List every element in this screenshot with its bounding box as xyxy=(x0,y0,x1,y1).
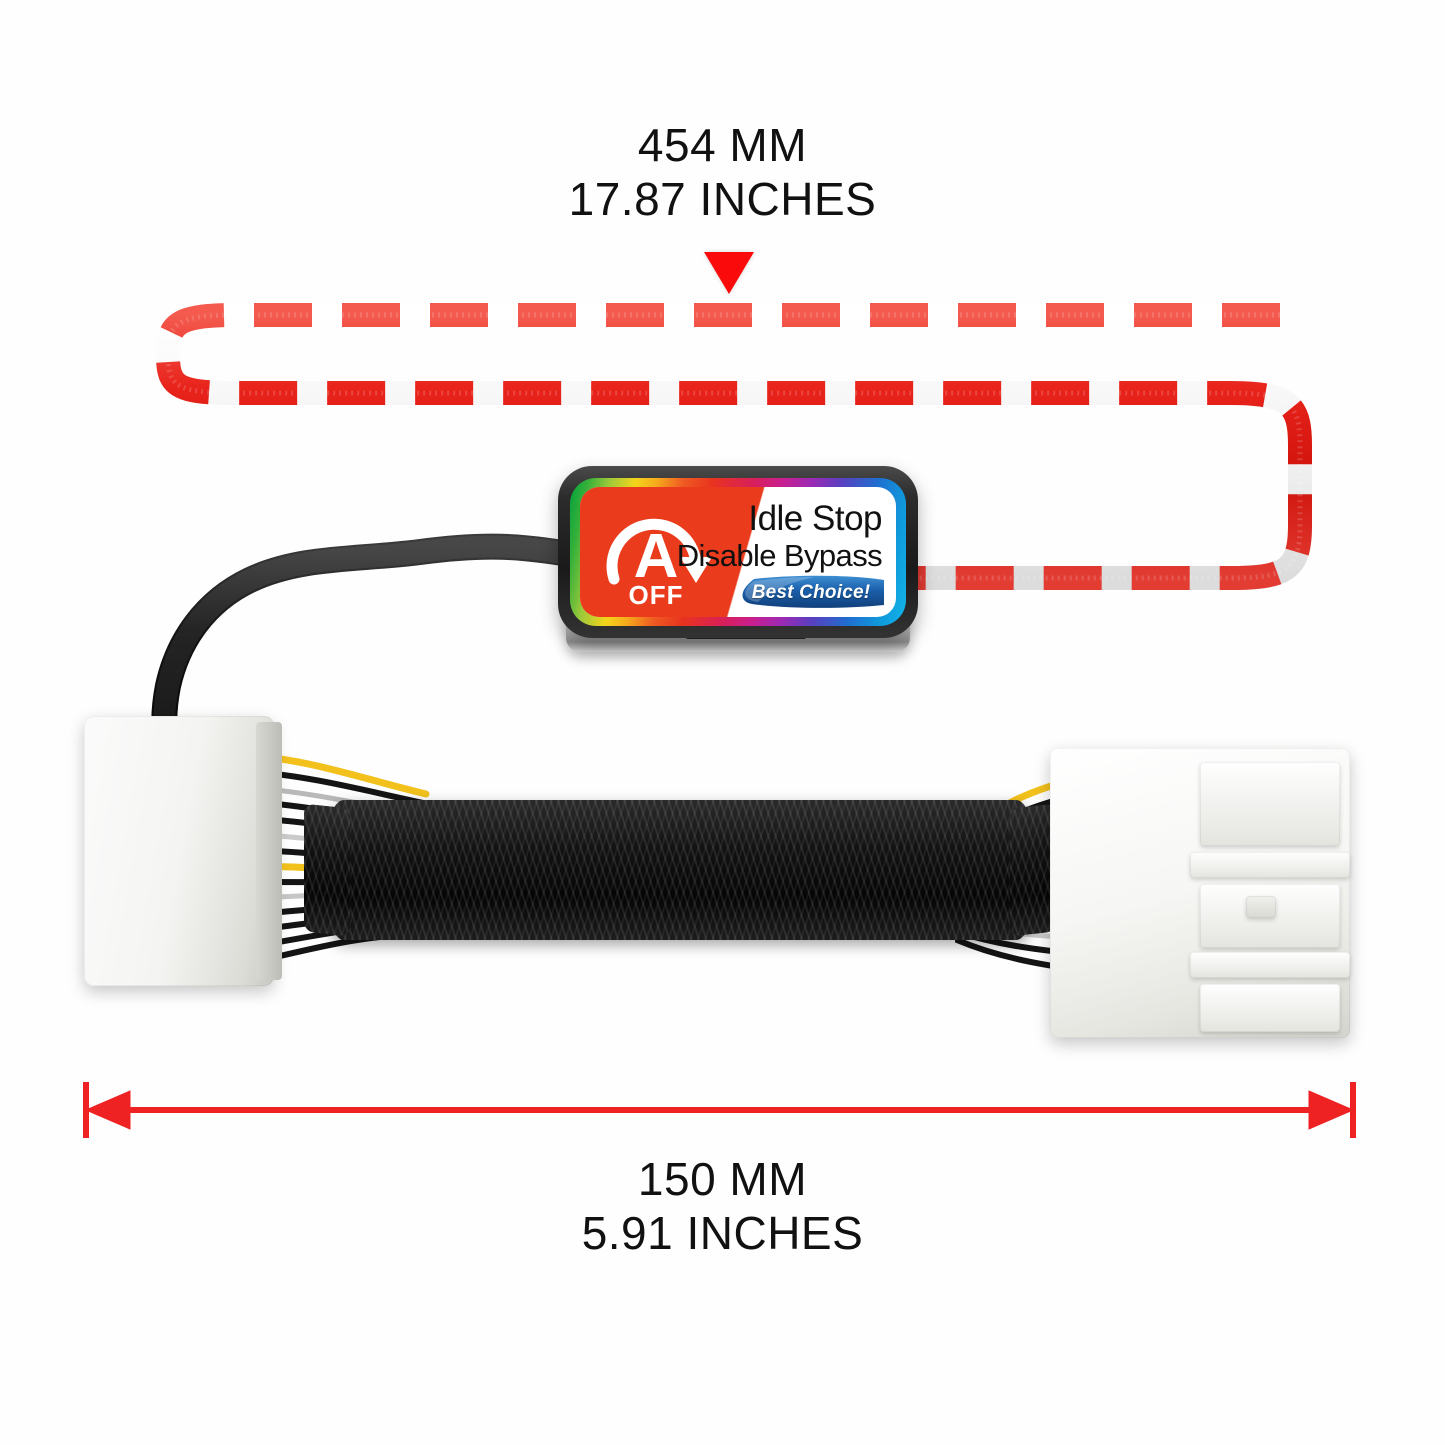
top-dimension-mm: 454 MM xyxy=(637,119,808,171)
module-rainbow-border: A OFF Idle Stop Disable Bypass xyxy=(570,478,906,626)
module-lead-cable xyxy=(151,533,603,771)
cable-length-measure-path xyxy=(155,303,1312,590)
male-connector-right xyxy=(1050,748,1350,1038)
auto-stop-off-icon: A OFF xyxy=(600,505,712,610)
module-label-face: A OFF Idle Stop Disable Bypass xyxy=(580,487,896,617)
auto-stop-off-label: OFF xyxy=(628,580,684,610)
top-dimension-inches: 17.87 INCHES xyxy=(568,173,877,226)
down-triangle-icon xyxy=(704,252,754,294)
module-title: Idle Stop Disable Bypass xyxy=(676,499,883,574)
female-connector-left xyxy=(84,716,282,986)
bottom-dimension-inches: 5.91 INCHES xyxy=(581,1207,864,1260)
arrow-right-icon xyxy=(1308,1090,1355,1130)
width-dimension-arrow xyxy=(83,1082,1356,1138)
module-bezel: A OFF Idle Stop Disable Bypass xyxy=(558,466,918,638)
bottom-dimension-mm: 150 MM xyxy=(637,1153,808,1205)
svg-text:A: A xyxy=(634,522,679,589)
arrow-left-icon xyxy=(84,1090,131,1130)
top-dimension-label: 454 MM 17.87 INCHES xyxy=(0,118,1445,227)
best-choice-badge-text: Best Choice! xyxy=(751,582,871,603)
best-choice-badge: Best Choice! xyxy=(736,575,886,609)
braided-wire-sleeve xyxy=(330,800,1030,940)
module-title-line1: Idle Stop xyxy=(748,499,882,538)
module-title-line2: Disable Bypass xyxy=(676,538,883,574)
bottom-dimension-label: 150 MM 5.91 INCHES xyxy=(0,1152,1445,1261)
idle-stop-module: A OFF Idle Stop Disable Bypass xyxy=(558,466,918,656)
